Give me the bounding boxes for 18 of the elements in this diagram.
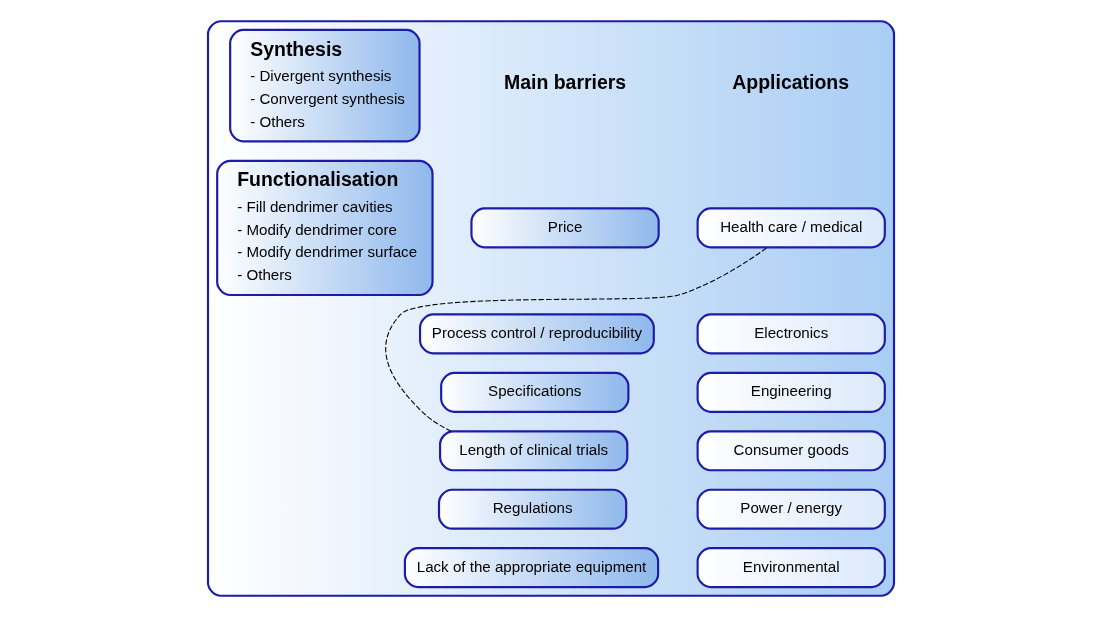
node-box: Environmental xyxy=(696,547,886,589)
node-box: Regulations xyxy=(437,488,628,530)
node-box: Price xyxy=(470,207,660,249)
node-box: Lack of the appropriate equipment xyxy=(403,547,660,589)
node-box: Power / energy xyxy=(696,488,886,530)
node-box: Health care / medical xyxy=(696,207,886,249)
node-box: Process control / reproducibility xyxy=(419,313,655,355)
node-box: Length of clinical trials xyxy=(439,430,629,472)
cluster xyxy=(206,20,896,597)
node-box: Specifications xyxy=(440,371,630,413)
label: Applications xyxy=(732,71,850,94)
node-box: Engineering xyxy=(696,371,886,413)
node-box: Synthesis - Divergent synthesis - Convergent synthesis - Others xyxy=(229,28,421,143)
node-box: Electronics xyxy=(696,313,886,355)
connector xyxy=(385,246,768,432)
label: Main barriers xyxy=(503,71,627,94)
node-box: Consumer goods xyxy=(696,430,886,472)
node-box: Functionalisation - Fill dendrimer cavities - Modify dendrimer core - Modify dendrimer surface - Others xyxy=(216,159,434,297)
